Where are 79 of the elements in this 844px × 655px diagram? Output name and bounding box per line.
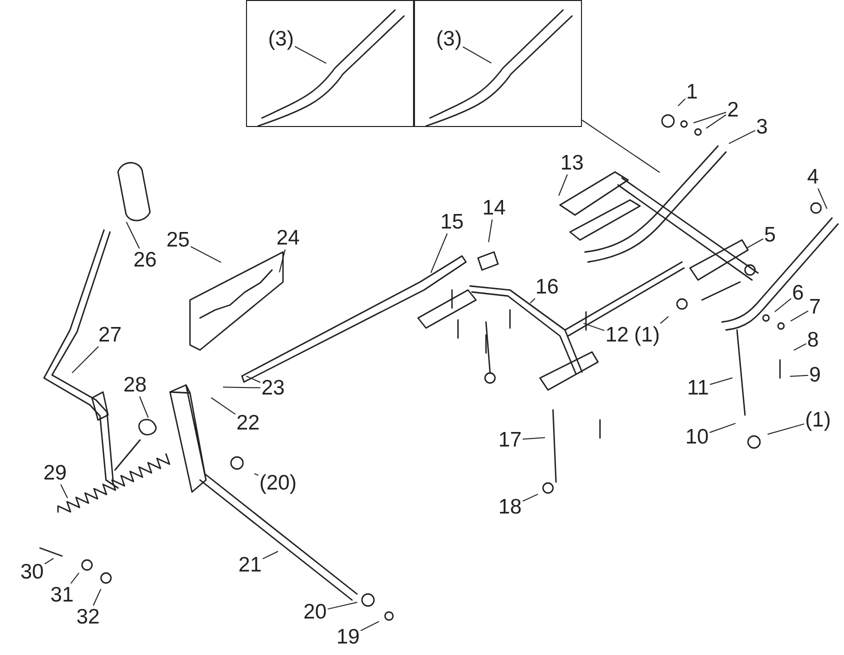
callout-number: 23 [261, 378, 285, 398]
callout-number: 32 [76, 606, 100, 628]
callout-number: 7 [809, 296, 821, 318]
leader-line [728, 130, 756, 144]
leader-line [522, 437, 546, 440]
leader-line [793, 343, 807, 351]
leader-line [430, 233, 448, 274]
callout-number: 6 [792, 282, 804, 304]
leader-line [774, 298, 792, 312]
callout-number: 14 [482, 198, 506, 218]
leader-line [262, 550, 278, 560]
callout-number: 19 [336, 626, 360, 648]
callout-number: 25 [166, 230, 190, 250]
leader-line [72, 346, 99, 374]
callout-number: 27 [98, 324, 122, 346]
callout-number: 4 [807, 166, 819, 188]
callout-number: 24 [276, 228, 300, 248]
callout-number: 8 [807, 330, 819, 350]
callout-number: 16 [535, 276, 559, 298]
leader-line [790, 310, 809, 322]
leader-line [678, 98, 686, 106]
callout-number: 15 [440, 212, 464, 232]
callout-number: (1) [805, 410, 831, 430]
leader-line [488, 219, 493, 243]
callout-number: 22 [236, 412, 260, 434]
leader-line [246, 376, 261, 383]
callout-number: 12 [605, 324, 629, 346]
leader-line [360, 620, 380, 632]
leader-line [582, 120, 660, 173]
leader-line [746, 238, 764, 249]
leader-line [706, 114, 727, 129]
leader-line [709, 377, 733, 385]
inset-panel [246, 0, 414, 127]
callout-number: 13 [560, 152, 584, 174]
leader-line [44, 558, 54, 564]
callout-number: 28 [123, 374, 147, 396]
leader-line [582, 322, 605, 332]
callout-number: 31 [50, 584, 74, 606]
leader-line [190, 246, 222, 263]
leader-line [522, 494, 538, 502]
callout-number: (3) [436, 28, 462, 50]
callout-number: 5 [764, 224, 776, 246]
callout-number: (1) [634, 324, 660, 346]
leader-line [789, 374, 809, 377]
callout-number: 11 [687, 378, 709, 398]
callout-number: 21 [238, 554, 262, 576]
leader-line [660, 316, 669, 324]
leader-line [139, 396, 149, 418]
leader-line [709, 422, 736, 433]
callout-number: 9 [809, 364, 821, 386]
leader-line [254, 473, 259, 476]
callout-number: (3) [268, 28, 294, 50]
leader-line [462, 46, 492, 64]
leader-line [278, 249, 286, 273]
leader-line [530, 298, 536, 304]
leader-line [767, 423, 805, 435]
leader-line [92, 588, 102, 606]
inset-panel [414, 0, 582, 127]
leader-line [818, 188, 828, 210]
callout-number: 3 [756, 116, 768, 138]
leader-line [210, 397, 236, 415]
leader-line [558, 174, 568, 196]
leader-line [222, 386, 261, 388]
leader-line [60, 484, 68, 499]
callout-number: 1 [686, 82, 698, 102]
leader-line [70, 572, 80, 584]
callout-number: (20) [259, 472, 297, 494]
callout-number: 20 [303, 602, 327, 622]
callout-number: 29 [43, 462, 67, 484]
leader-line [126, 221, 140, 249]
callout-number: 10 [685, 426, 709, 448]
callout-number: 2 [727, 100, 739, 120]
callout-number: 18 [498, 496, 522, 518]
leader-line [294, 46, 327, 64]
leader-line [693, 112, 727, 124]
leader-line [327, 602, 358, 610]
callout-number: 30 [20, 562, 44, 582]
callout-number: 17 [498, 430, 522, 450]
callout-number: 26 [133, 250, 157, 270]
